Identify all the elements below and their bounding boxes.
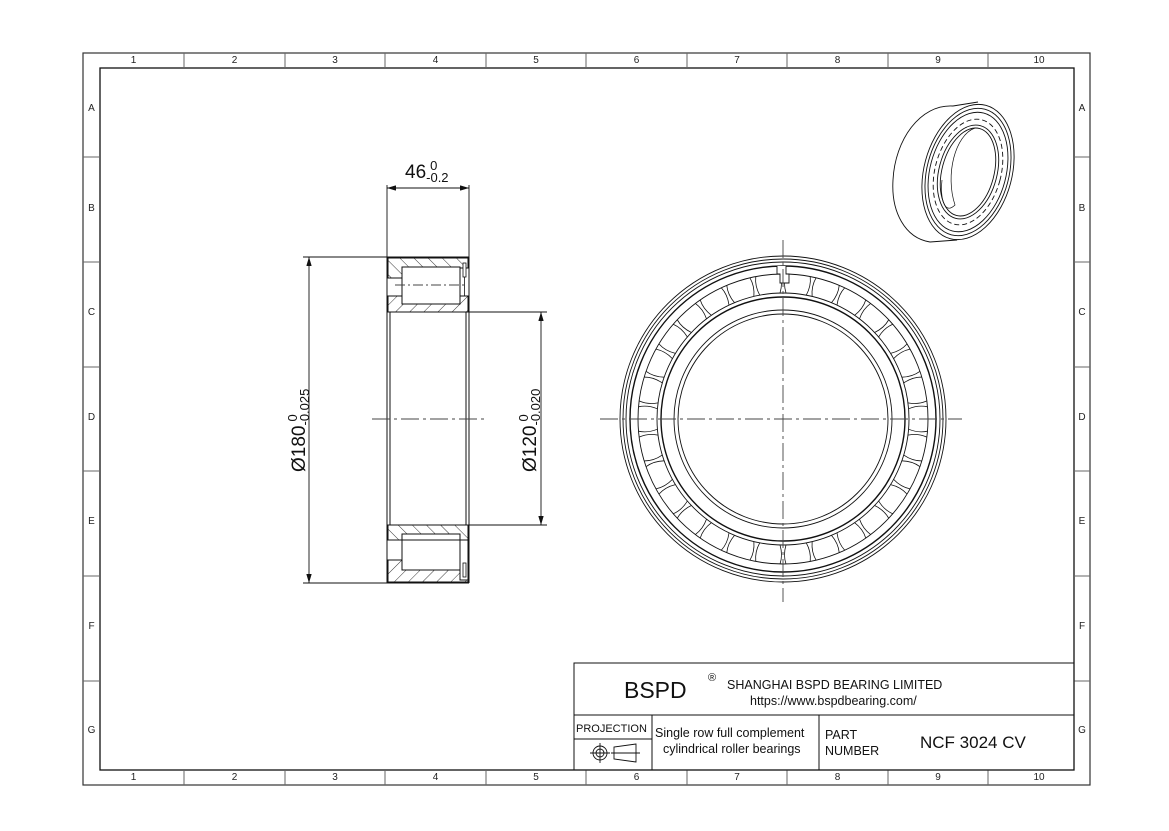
company-website: https://www.bspdbearing.com/ (750, 694, 917, 708)
bore-nominal: 120 (520, 425, 541, 458)
dimension-lines (303, 185, 547, 584)
front-view (600, 240, 962, 602)
width-lower-tol: -0.2 (426, 170, 449, 185)
description-line1: Single row full complement (655, 726, 805, 740)
registered-mark: ® (708, 672, 717, 684)
col-label: 2 (231, 772, 238, 783)
od-lower-tol: -0.025 (297, 388, 312, 426)
row-label: G (87, 725, 96, 736)
description-line2: cylindrical roller bearings (663, 742, 801, 756)
projection-symbol-icon (590, 743, 640, 763)
part-label-line1: PART (825, 728, 858, 742)
row-label: F (88, 621, 95, 632)
company-name: SHANGHAI BSPD BEARING LIMITED (727, 678, 943, 692)
bore-symbol: Ø (520, 457, 541, 472)
row-label: A (88, 103, 95, 114)
col-label: 9 (935, 772, 941, 783)
projection-label: PROJECTION (576, 723, 647, 735)
drawing-frame (82, 52, 1091, 786)
row-label: F (1078, 621, 1086, 632)
col-label: 1 (130, 772, 137, 783)
brand-logo: BSPD (624, 677, 687, 703)
col-label: 5 (533, 55, 539, 66)
row-label: D (1078, 412, 1086, 423)
bore-lower-tol: -0.020 (528, 388, 543, 426)
col-label: 9 (935, 55, 941, 66)
col-label: 10 (1033, 55, 1045, 66)
col-label: 3 (332, 772, 338, 783)
row-label: G (1078, 725, 1086, 736)
row-label: B (1078, 203, 1086, 214)
od-nominal: 180 (289, 425, 310, 458)
row-label: A (1078, 103, 1086, 114)
width-upper-tol: 0 (430, 158, 438, 173)
od-symbol: Ø (289, 457, 310, 472)
col-label: 6 (633, 55, 640, 66)
row-label: D (87, 412, 96, 423)
row-label: E (1078, 516, 1086, 527)
outer-diameter-label: Ø180 0 -0.025 (285, 382, 312, 472)
col-label: 7 (734, 55, 740, 66)
row-label: C (1078, 307, 1086, 318)
row-label: C (87, 307, 96, 318)
col-label: 8 (834, 55, 841, 66)
col-label: 2 (231, 55, 238, 66)
col-label: 5 (533, 772, 539, 783)
isometric-view (892, 101, 1015, 243)
part-label-line2: NUMBER (825, 744, 880, 758)
bore-diameter-label: Ø120 0 -0.020 (516, 382, 543, 472)
col-label: 10 (1033, 772, 1045, 783)
width-dimension-label: 46 0 -0.2 (405, 158, 454, 185)
col-label: 4 (432, 55, 439, 66)
row-label: B (88, 203, 95, 214)
section-view (372, 256, 485, 584)
col-label: 3 (332, 55, 338, 66)
col-label: 7 (734, 772, 740, 783)
col-label: 8 (834, 772, 841, 783)
part-number: NCF 3024 CV (920, 733, 1026, 752)
width-nominal: 46 (405, 162, 427, 183)
title-block-lines (573, 662, 1075, 771)
row-label: E (88, 516, 95, 527)
col-label: 6 (633, 772, 640, 783)
col-label: 4 (432, 772, 439, 783)
col-label: 1 (130, 55, 137, 66)
